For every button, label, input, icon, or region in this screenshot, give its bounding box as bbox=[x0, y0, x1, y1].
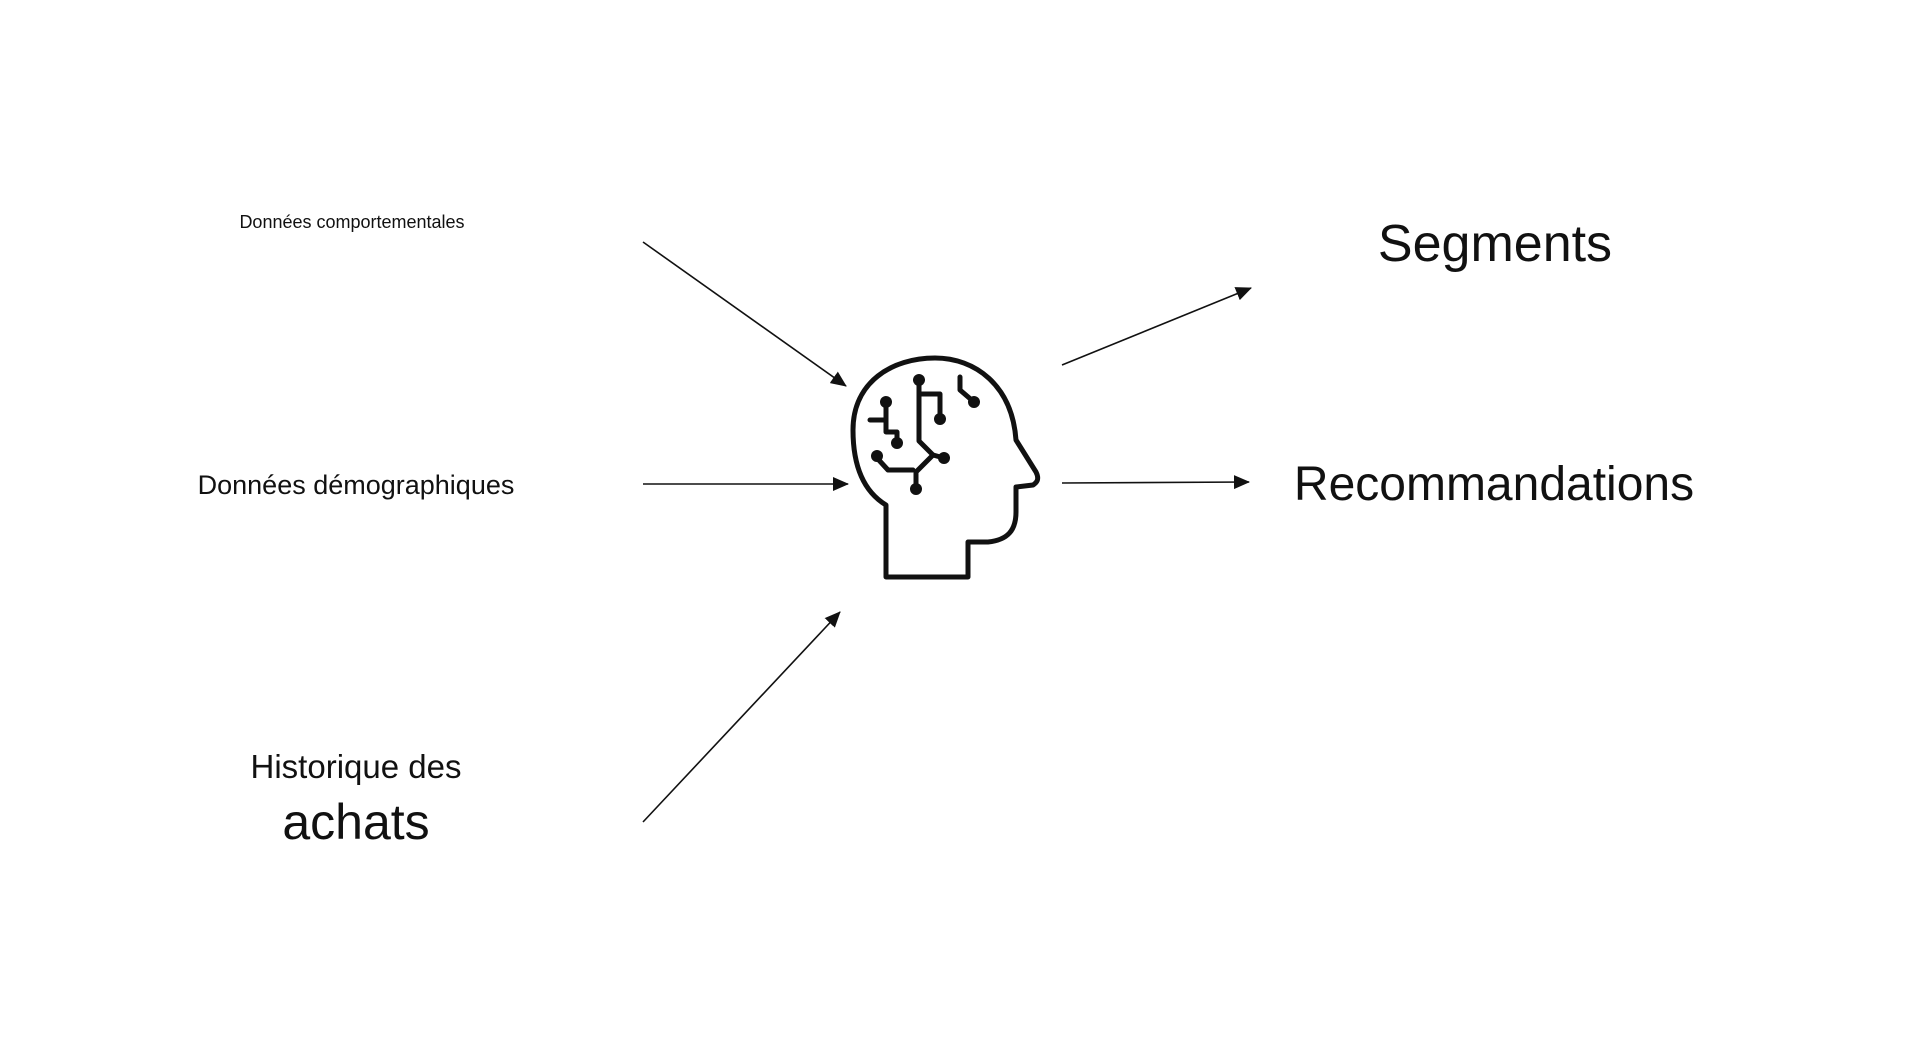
arrow-brain-to-segments bbox=[1061, 287, 1252, 366]
output-label-recommendations: Recommandations bbox=[1293, 458, 1695, 511]
input-label-demographic-data: Données démographiques bbox=[197, 470, 515, 500]
input-label-purchase-history: Historique des achats bbox=[251, 750, 462, 847]
circuit-node-dots bbox=[871, 374, 980, 495]
arrow-brain-to-recommendations bbox=[1061, 475, 1250, 490]
input-label-behavioral-data: Données comportementales bbox=[239, 212, 465, 232]
arrow-history-to-brain bbox=[642, 611, 841, 823]
output-label-segments: Segments bbox=[1377, 215, 1613, 273]
purchase-history-line2: achats bbox=[282, 794, 430, 850]
arrow-behavioral-to-brain bbox=[642, 241, 847, 387]
purchase-history-line1: Historique des bbox=[250, 748, 462, 785]
ai-brain-head-icon bbox=[850, 355, 1041, 580]
